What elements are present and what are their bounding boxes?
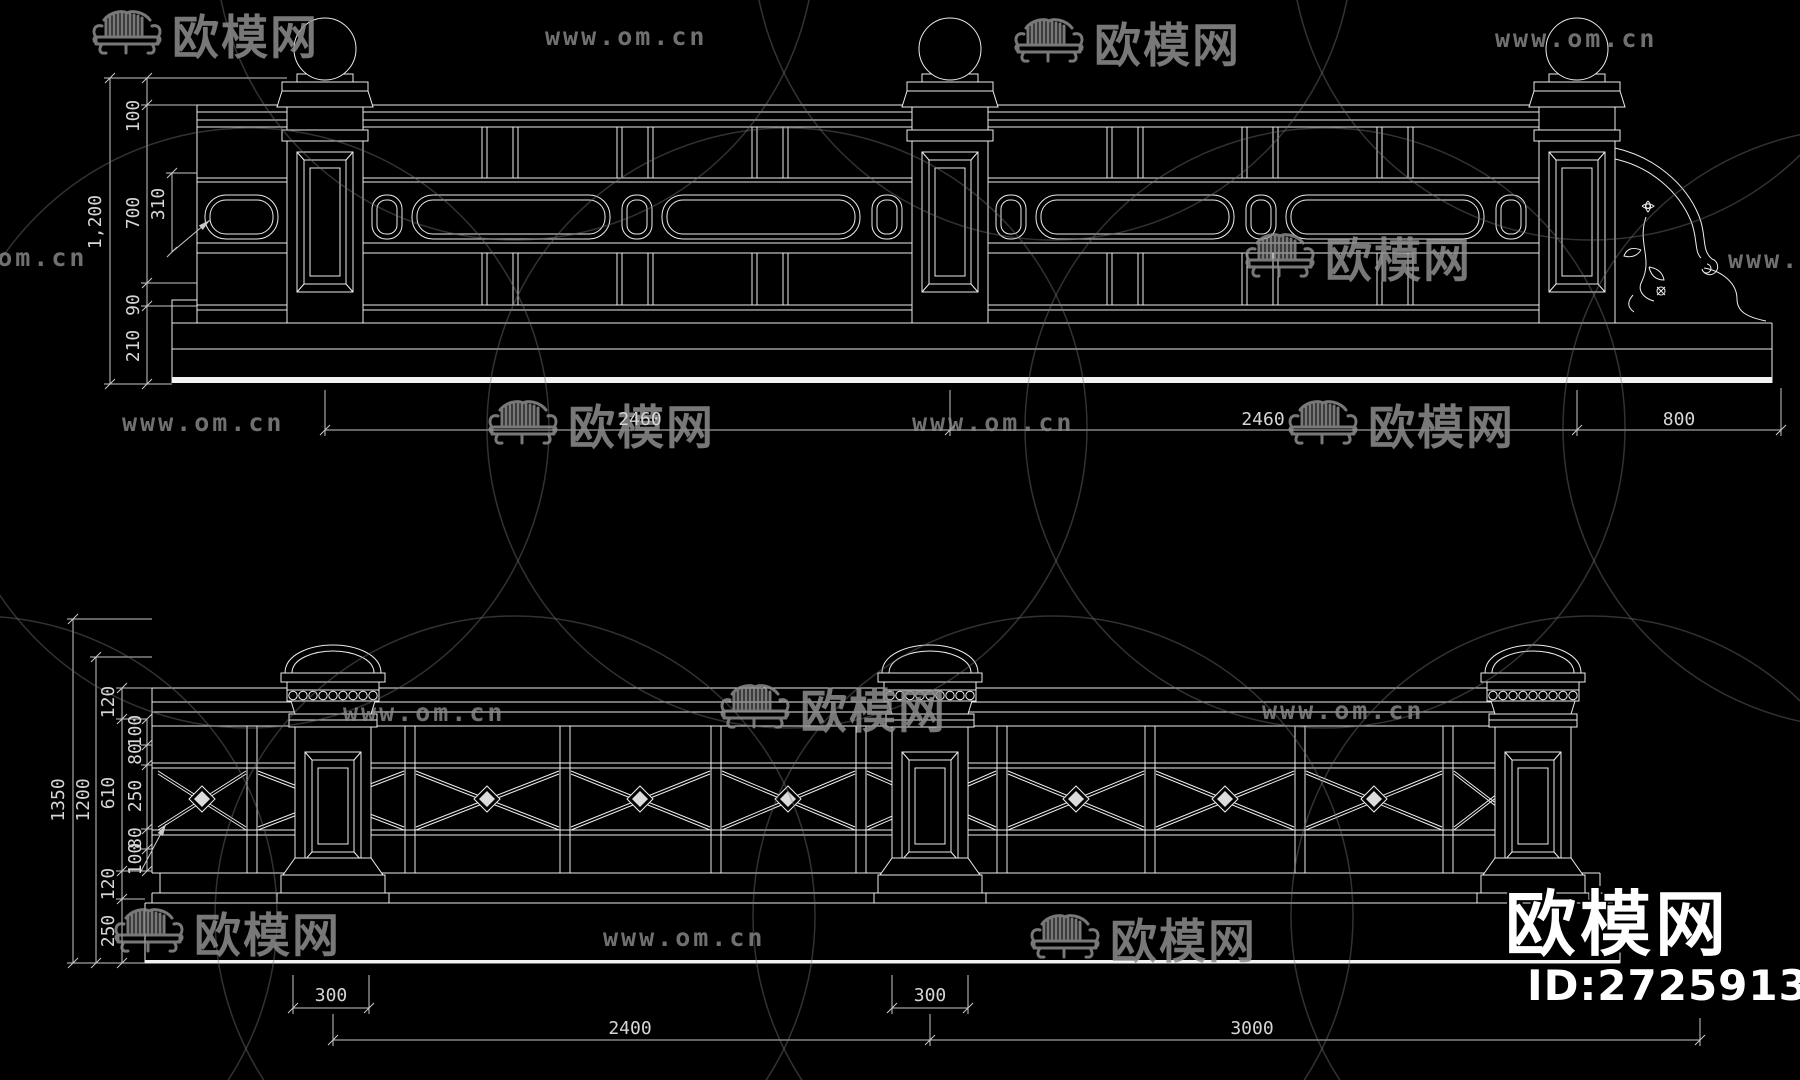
watermark-url-text: www.om.cn xyxy=(912,408,1075,437)
watermark-url-text: www.om.cn xyxy=(343,698,506,727)
dimension-label: 120 xyxy=(98,867,119,901)
dimension-label: 800 xyxy=(1662,409,1696,430)
watermark-url-text: www.om.cn xyxy=(545,22,708,51)
watermark-circle xyxy=(1296,0,1800,241)
watermark-brand: 欧模网 xyxy=(1243,233,1472,285)
dimension-label: 1,200 xyxy=(85,194,106,250)
watermark-brand-text: 欧模网 xyxy=(1325,234,1472,289)
sofa-icon xyxy=(1028,914,1102,966)
watermark-url-text: www.om.cn xyxy=(1728,245,1800,274)
watermark-brand: 欧模网 xyxy=(486,400,715,452)
watermark-circle xyxy=(752,615,1354,1080)
dimension-label: 100 xyxy=(123,99,144,133)
watermark-brand: 欧模网 xyxy=(718,684,947,736)
dimension-label: 120 xyxy=(98,685,119,719)
sofa-icon xyxy=(112,908,186,960)
watermark-circle xyxy=(214,615,816,1080)
watermark-circle xyxy=(1290,615,1800,1080)
dimension-label: 2460 xyxy=(618,409,662,430)
watermark-brand-text: 欧模网 xyxy=(568,401,715,456)
watermark-brand-text: 欧模网 xyxy=(800,685,947,740)
sofa-icon xyxy=(1012,18,1086,70)
watermark-brand-text: 欧模网 xyxy=(1110,915,1257,970)
dimension-label: 2400 xyxy=(608,1018,652,1039)
bottom-elevation-drawing xyxy=(144,644,1621,964)
watermark-brand: 欧模网 xyxy=(90,10,319,62)
watermark-brand: 欧模网 xyxy=(1012,18,1241,70)
sofa-icon xyxy=(1243,233,1317,285)
dimension-label: 310 xyxy=(148,187,169,221)
watermark-url-text: www.om.cn xyxy=(1262,696,1425,725)
logo-brand-text: 欧模网 xyxy=(1505,883,1731,966)
watermark-url-text: www.om.cn xyxy=(0,243,88,272)
logo-id-text: ID:2725913 xyxy=(1527,961,1800,1011)
dimension-label: 250 xyxy=(98,914,119,948)
watermark-circle xyxy=(220,0,810,241)
dimension-label: 610 xyxy=(98,776,119,810)
dimension-label: 90 xyxy=(123,294,144,316)
watermark-brand-text: 欧模网 xyxy=(172,11,319,66)
watermark-circle xyxy=(0,616,278,1080)
dimension-label: 700 xyxy=(123,196,144,230)
watermark-circle xyxy=(1562,133,1800,723)
dimension-label: 3000 xyxy=(1230,1018,1274,1039)
watermark-circle xyxy=(758,0,1348,241)
sofa-icon xyxy=(718,684,792,736)
dimension-label: 80 xyxy=(125,743,146,765)
site-logo: 欧模网 ID:2725913 xyxy=(1505,883,1800,1011)
watermark-brand: 欧模网 xyxy=(112,908,341,960)
watermark-brand: 欧模网 xyxy=(1028,914,1257,966)
sofa-icon xyxy=(486,400,560,452)
watermark-brand-text: 欧模网 xyxy=(194,909,341,964)
top-elevation-drawing xyxy=(171,17,1773,383)
watermark-circle xyxy=(1024,127,1626,729)
watermark-url-text: www.om.cn xyxy=(603,923,766,952)
watermark-brand: 欧模网 xyxy=(1286,400,1515,452)
dimension-label: 210 xyxy=(123,329,144,363)
watermark-url-text: www.om.cn xyxy=(122,408,285,437)
watermark-url-text: www.om.cn xyxy=(1495,24,1658,53)
dimension-label: 250 xyxy=(125,779,146,813)
dimension-label: 300 xyxy=(314,985,348,1006)
dimension-label: 2460 xyxy=(1241,409,1285,430)
sofa-icon xyxy=(90,10,164,62)
watermark-circle xyxy=(486,127,1088,729)
floral-scroll-end xyxy=(1614,147,1767,322)
dimension-lines xyxy=(67,72,1787,1046)
dimension-label: 1200 xyxy=(73,778,94,822)
watermark-brand-text: 欧模网 xyxy=(1368,401,1515,456)
dimension-label: 100 xyxy=(125,842,146,876)
dimension-label: 300 xyxy=(913,985,947,1006)
dimension-label: 1350 xyxy=(48,778,69,822)
watermark-brand-text: 欧模网 xyxy=(1094,19,1241,74)
sofa-icon xyxy=(1286,400,1360,452)
